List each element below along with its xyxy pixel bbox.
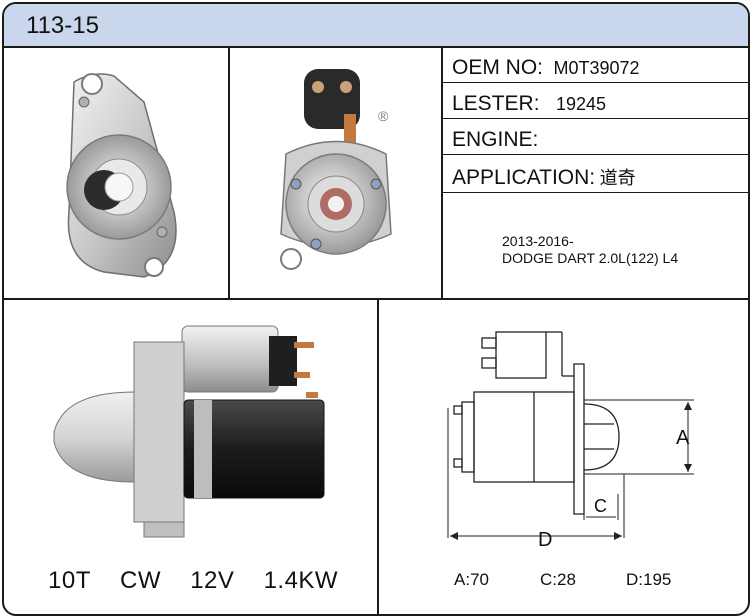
drawing-label-d: D <box>538 529 552 549</box>
grid-line-v1 <box>228 46 230 298</box>
grid-line-v3 <box>377 300 379 614</box>
dim-d: D:195 <box>626 570 671 590</box>
table-row-line-1 <box>443 82 748 83</box>
grid-line-mid <box>4 298 748 300</box>
lester-value: 19245 <box>555 94 607 114</box>
starter-side-view-image <box>53 325 325 538</box>
power: 1.4KW <box>263 567 339 594</box>
dim-a-label: A: <box>454 570 471 589</box>
engine-row: ENGINE: <box>452 128 538 152</box>
lester-label: LESTER: <box>452 92 540 115</box>
dim-a: A:70 <box>454 570 489 590</box>
voltage: 12V <box>190 567 235 594</box>
engine-label: ENGINE: <box>452 128 539 151</box>
rotation: CW <box>120 567 162 594</box>
starter-rear-view-image <box>66 73 177 278</box>
dim-c-label: C: <box>540 570 557 589</box>
drawing-label-a: A <box>676 427 690 449</box>
application-row: APPLICATION: 道奇 <box>452 164 636 190</box>
drawing-label-c: C <box>594 496 607 516</box>
table-row-line-3 <box>443 154 748 155</box>
starter-front-view-image: ® <box>280 69 392 270</box>
application-label: APPLICATION: <box>452 166 596 189</box>
header-bar: 113-15 <box>4 4 748 48</box>
bottom-specs: 10T CW 12V 1.4KW <box>48 567 360 595</box>
oem-label: OEM NO: <box>452 56 544 79</box>
oem-value: M0T39072 <box>553 58 640 78</box>
grid-line-v2 <box>441 46 443 298</box>
registered-mark: ® <box>378 108 389 124</box>
dim-c: C:28 <box>540 570 576 590</box>
dim-d-label: D: <box>626 570 643 589</box>
teeth-count: 10T <box>48 567 91 594</box>
dim-c-value: 28 <box>557 570 576 589</box>
application-years: 2013-2016- <box>502 233 574 249</box>
application-value: 道奇 <box>599 168 636 188</box>
product-code: 113-15 <box>26 12 99 39</box>
table-row-line-2 <box>443 118 748 119</box>
table-row-line-4 <box>443 192 748 193</box>
dim-d-value: 195 <box>643 570 672 589</box>
oem-row: OEM NO: M0T39072 <box>452 56 640 80</box>
application-model: DODGE DART 2.0L(122) L4 <box>502 250 679 266</box>
dim-a-value: 70 <box>470 570 489 589</box>
dimension-drawing: A C D <box>447 331 694 549</box>
lester-row: LESTER: 19245 <box>452 92 606 116</box>
